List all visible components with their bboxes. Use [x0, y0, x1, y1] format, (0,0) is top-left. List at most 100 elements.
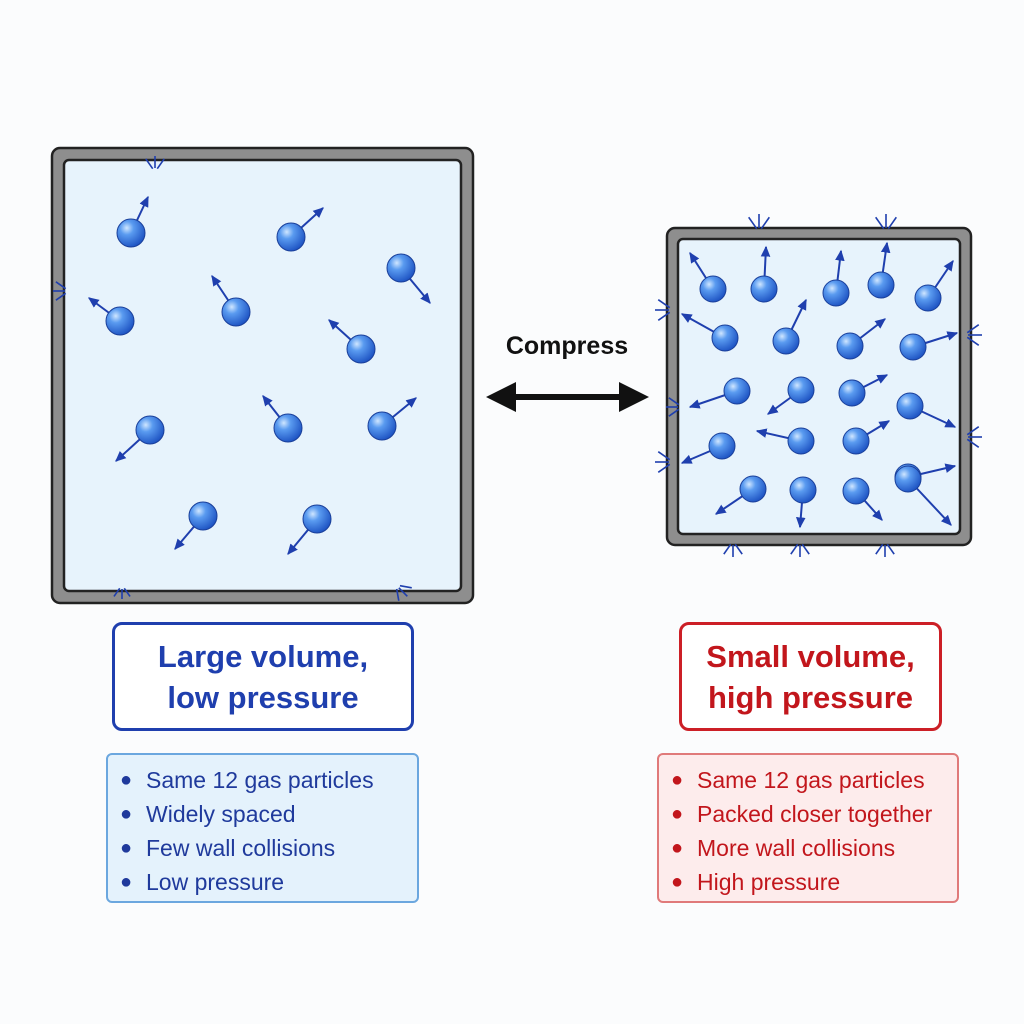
wall-collision-burst-icon: [666, 397, 680, 417]
large-container: [50, 146, 475, 605]
gas-particle: [789, 476, 817, 529]
bullet-text: Same 12 gas particles: [697, 766, 925, 793]
gas-particle: [174, 501, 218, 550]
small-volume-bullets: ● Same 12 gas particles ● Packed closer …: [657, 753, 959, 903]
gas-particle: [767, 376, 815, 415]
gas-particle: [715, 475, 767, 515]
gas-particle: [842, 477, 883, 521]
gas-particle: [116, 195, 149, 248]
gas-particle-icon: [188, 501, 218, 531]
gas-particle-icon: [896, 392, 924, 420]
wall-collision-burst-icon: [966, 426, 982, 448]
gas-particle-icon: [842, 477, 870, 505]
gas-particle-icon: [842, 427, 870, 455]
gas-particle-icon: [708, 432, 736, 460]
large-volume-title-line2: low pressure: [167, 679, 359, 715]
bullet-item: ● Packed closer together: [671, 797, 957, 831]
gas-particle-icon: [273, 413, 303, 443]
wall-collision-burst-icon: [875, 214, 897, 230]
gas-particle: [894, 465, 952, 526]
gas-particle: [88, 297, 135, 336]
gas-particle: [914, 260, 954, 312]
bullet-text: Widely spaced: [146, 800, 296, 827]
gas-particle: [750, 245, 778, 303]
small-volume-title-line2: high pressure: [708, 679, 913, 715]
wall-collision-burst-icon: [966, 324, 982, 346]
bullet-item: ● Widely spaced: [120, 797, 417, 831]
small-volume-title-line1: Small volume,: [706, 638, 915, 674]
gas-particle-icon: [346, 334, 376, 364]
gas-particle-icon: [914, 284, 942, 312]
bullet-item: ● High pressure: [671, 865, 957, 899]
wall-collision-burst-icon: [655, 451, 671, 473]
gas-particle: [328, 319, 376, 364]
gas-particle: [896, 392, 957, 428]
gas-particle-icon: [386, 253, 416, 283]
gas-particle: [838, 374, 889, 407]
large-volume-title-line1: Large volume,: [157, 638, 369, 674]
gas-particle-icon: [105, 306, 135, 336]
gas-particle: [367, 397, 417, 441]
gas-particle-icon: [135, 415, 165, 445]
gas-particle: [276, 207, 324, 252]
wall-collision-burst-icon: [748, 214, 770, 230]
gas-particle-icon: [787, 427, 815, 455]
bullet-item: ● Low pressure: [120, 865, 417, 899]
gas-particle-icon: [894, 465, 922, 493]
gas-particle-icon: [772, 327, 800, 355]
gas-particle-icon: [787, 376, 815, 404]
wall-collision-burst-icon: [723, 543, 743, 557]
right-particles: [680, 241, 959, 529]
wall-collision-burst-icon: [655, 299, 671, 321]
gas-particle-icon: [789, 476, 817, 504]
wall-collision-burst-icon: [53, 281, 67, 301]
compress-label: Compress: [505, 332, 629, 360]
gas-particle-icon: [699, 275, 727, 303]
bullet-dot-icon: ●: [120, 802, 133, 825]
bullet-text: More wall collisions: [697, 834, 896, 861]
wall-collision-burst-icon: [395, 584, 412, 601]
large-volume-bullets: ● Same 12 gas particles ● Widely spaced …: [106, 753, 419, 903]
bullet-item: ● Few wall collisions: [120, 831, 417, 865]
gas-particle-icon: [276, 222, 306, 252]
gas-particle: [287, 504, 332, 555]
gas-particle: [755, 427, 815, 455]
gas-particle: [842, 420, 891, 455]
wall-collision-burst-icon: [113, 587, 131, 599]
gas-particle: [211, 275, 251, 327]
gas-particle-icon: [822, 279, 850, 307]
bullet-text: Same 12 gas particles: [146, 766, 374, 793]
wall-collision-burst-icon: [145, 156, 165, 170]
gas-particle-icon: [739, 475, 767, 503]
bullet-dot-icon: ●: [671, 802, 684, 825]
gas-particle-icon: [221, 297, 251, 327]
bullet-text: Packed closer together: [697, 800, 933, 827]
gas-particle-icon: [723, 377, 751, 405]
bullet-item: ● Same 12 gas particles: [671, 763, 957, 797]
gas-particle: [688, 377, 751, 409]
bullet-text: Few wall collisions: [146, 834, 336, 861]
gas-particle: [822, 249, 850, 307]
gas-particle-icon: [367, 411, 397, 441]
bullet-item: ● Same 12 gas particles: [120, 763, 417, 797]
small-volume-title: Small volume, high pressure: [679, 622, 942, 731]
bullet-dot-icon: ●: [671, 836, 684, 859]
wall-collisions: [53, 156, 982, 601]
bullet-dot-icon: ●: [120, 870, 133, 893]
gas-particle-icon: [750, 275, 778, 303]
gas-particle: [680, 432, 736, 464]
gas-particle: [836, 318, 886, 360]
wall-collision-burst-icon: [790, 543, 810, 557]
gas-particle: [867, 241, 895, 299]
gas-particle: [689, 251, 727, 303]
gas-particle: [680, 313, 739, 352]
gas-particle-icon: [838, 379, 866, 407]
gas-particle-icon: [836, 332, 864, 360]
small-container: [665, 226, 973, 547]
gas-particle: [386, 253, 431, 304]
bullet-dot-icon: ●: [120, 768, 133, 791]
large-volume-title: Large volume, low pressure: [112, 622, 414, 731]
gas-particle-icon: [711, 324, 739, 352]
